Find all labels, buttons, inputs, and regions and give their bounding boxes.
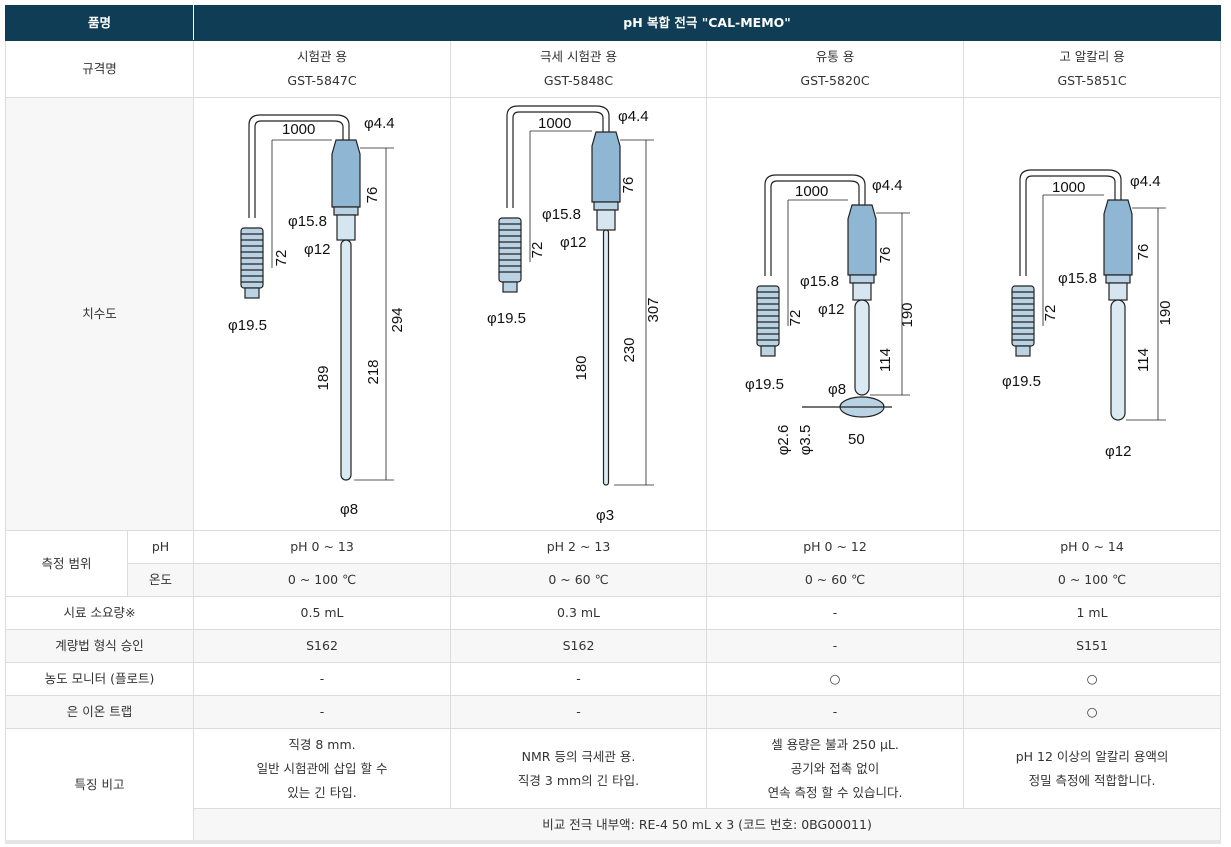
- model-cell: 극세 시험관 용 GST-5848C: [450, 40, 708, 98]
- model-use: 고 알칼리 용: [1059, 49, 1125, 64]
- feature-line: 연속 측정 할 수 있습니다.: [767, 784, 903, 800]
- model-code: GST-5820C: [800, 73, 870, 88]
- approval-value: S162: [450, 629, 708, 663]
- feature-line: 정밀 측정에 적합합니다.: [1028, 772, 1156, 788]
- approval-value: -: [706, 629, 965, 663]
- spec-label: 규격명: [4, 40, 195, 98]
- trap-value: -: [706, 695, 965, 729]
- temp-range: 0 ~ 100 ℃: [963, 563, 1222, 597]
- trap-value: -: [450, 695, 708, 729]
- temp-range: 0 ~ 60 ℃: [450, 563, 708, 597]
- model-code: GST-5847C: [287, 73, 357, 88]
- feature-line: 공기와 접촉 없이: [790, 760, 880, 776]
- sample-label: 시료 소요량※: [4, 596, 195, 630]
- spec-table: 품명 pH 복합 전극 "CAL-MEMO" 규격명 시험관 용 GST-5847…: [4, 5, 1222, 844]
- approval-label: 계량법 형식 승인: [4, 629, 195, 663]
- sample-value: 0.5 mL: [193, 596, 452, 630]
- range-label: 측정 범위: [5, 530, 128, 597]
- monitor-value: -: [193, 662, 452, 696]
- ph-range: pH 0 ~ 14: [963, 530, 1222, 564]
- ph-range: pH 2 ~ 13: [450, 530, 708, 564]
- sample-value: 0.3 mL: [450, 596, 708, 630]
- ph-range: pH 0 ~ 13: [193, 530, 452, 564]
- reference-solution-note: 비교 전극 내부액: RE-4 50 mL x 3 (코드 번호: 0BG000…: [193, 808, 1222, 844]
- feature-cell: NMR 등의 극세관 용. 직경 3 mm의 긴 타입.: [450, 728, 708, 809]
- approval-value: S151: [963, 629, 1222, 663]
- diagram-cell: [193, 97, 452, 531]
- monitor-value: ○: [963, 662, 1222, 696]
- diagram-label: 치수도: [4, 97, 195, 531]
- model-cell: 고 알칼리 용 GST-5851C: [963, 40, 1222, 98]
- feature-line: 직경 8 mm.: [288, 736, 356, 752]
- header-product-name: pH 복합 전극 "CAL-MEMO": [193, 5, 1222, 41]
- feature-line: 있는 긴 타입.: [287, 784, 357, 800]
- model-use: 극세 시험관 용: [540, 49, 617, 64]
- trap-value: ○: [963, 695, 1222, 729]
- features-label: 특징 비고: [4, 728, 195, 844]
- temp-range: 0 ~ 60 ℃: [706, 563, 965, 597]
- header-item-name: 품명: [4, 5, 195, 41]
- feature-line: NMR 등의 극세관 용.: [521, 748, 636, 764]
- temp-range: 0 ~ 100 ℃: [193, 563, 452, 597]
- model-code: GST-5851C: [1057, 73, 1127, 88]
- model-use: 시험관 용: [297, 49, 347, 64]
- feature-line: pH 12 이상의 알칼리 용액의: [1015, 748, 1169, 764]
- model-cell: 시험관 용 GST-5847C: [193, 40, 452, 98]
- sample-value: -: [706, 596, 965, 630]
- feature-line: 일반 시험관에 삽입 할 수: [256, 760, 388, 776]
- feature-line: 셀 용량은 불과 250 μL.: [771, 736, 899, 752]
- ph-label: pH: [126, 530, 195, 564]
- diagram-cell: [706, 97, 965, 531]
- diagram-cell: [450, 97, 708, 531]
- approval-value: S162: [193, 629, 452, 663]
- sample-value: 1 mL: [963, 596, 1222, 630]
- trap-label: 은 이온 트랩: [4, 695, 195, 729]
- ph-range: pH 0 ~ 12: [706, 530, 965, 564]
- monitor-value: -: [450, 662, 708, 696]
- model-cell: 유통 용 GST-5820C: [706, 40, 965, 98]
- model-use: 유통 용: [815, 49, 855, 64]
- monitor-value: ○: [706, 662, 965, 696]
- monitor-label: 농도 모니터 (플로트): [4, 662, 195, 696]
- diagram-cell: [963, 97, 1222, 531]
- trap-value: -: [193, 695, 452, 729]
- feature-line: 직경 3 mm의 긴 타입.: [517, 772, 640, 788]
- temp-label: 온도: [126, 563, 195, 597]
- model-code: GST-5848C: [543, 73, 614, 88]
